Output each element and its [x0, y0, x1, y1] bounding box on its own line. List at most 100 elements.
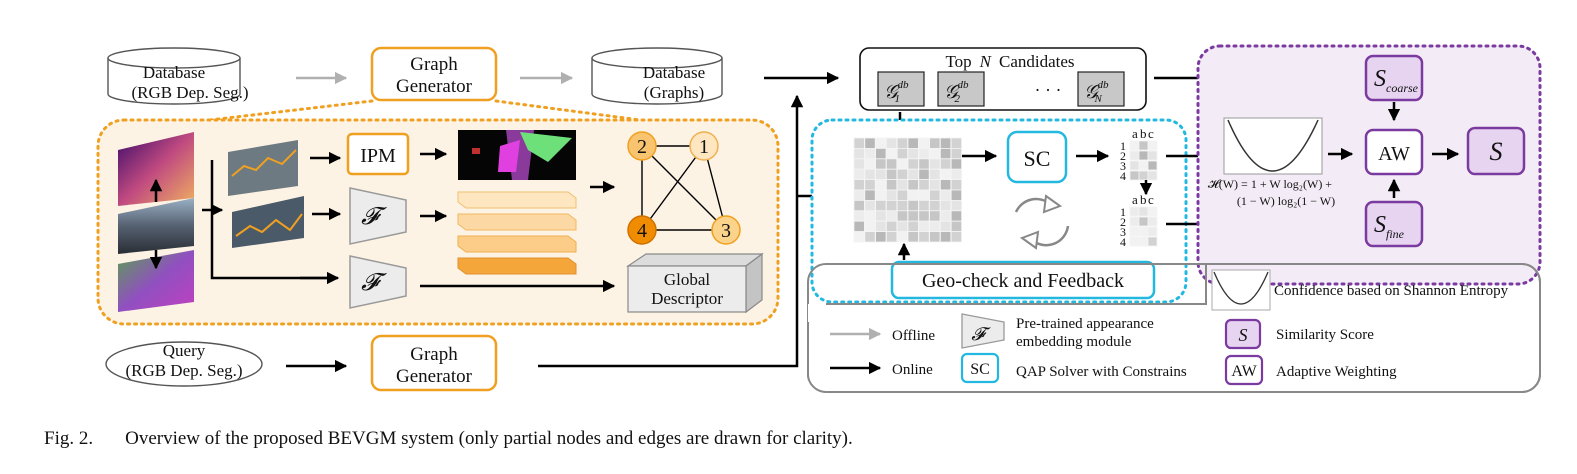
matrix-cell	[875, 189, 887, 201]
graph-node-3	[711, 215, 741, 245]
small-matrix-cell	[1138, 216, 1149, 227]
graph-node-4	[627, 215, 657, 245]
matrix-cell	[918, 220, 930, 232]
entropy-formula-2: (1 − W) log₂(1 − W)	[1237, 194, 1335, 208]
appearance-embedding-f-lower: 𝓕	[349, 255, 407, 309]
matrix-cell	[864, 158, 876, 170]
small-matrix-cell	[1129, 150, 1140, 161]
matrix-cell	[918, 189, 930, 201]
matrix-cell	[918, 168, 930, 180]
matrix-cell	[929, 179, 941, 191]
matrix-cell	[853, 147, 865, 160]
matrix-cell	[886, 158, 898, 170]
matrix-cell	[918, 158, 930, 170]
matrix-cell	[864, 168, 876, 180]
matrix-cell	[875, 168, 887, 180]
matrix-cell	[940, 199, 952, 212]
matrix-cell	[886, 220, 898, 232]
entropy-formula-1: 𝓗(W) = 1 + W log₂(W) +	[1208, 177, 1332, 191]
small-matrix-cell	[1129, 216, 1140, 227]
matrix-cell	[950, 158, 963, 170]
matrix-cell	[940, 189, 952, 201]
svg-text:c: c	[1148, 192, 1154, 207]
matrix-cell	[940, 231, 952, 243]
matrix-cell	[907, 158, 919, 170]
small-matrix-cell	[1147, 170, 1158, 181]
matrix-cell	[907, 189, 919, 201]
small-matrix-cell	[1129, 226, 1140, 237]
assignment-matrix-coarse: a b c 1 2 3 4	[1120, 126, 1158, 183]
figure-caption: Fig. 2.Overview of the proposed BEVGM sy…	[44, 428, 853, 450]
query-ellipse: Query (RGB Dep. Seg.)	[105, 341, 263, 387]
svg-text:b: b	[1140, 192, 1147, 207]
matrix-cell	[853, 168, 865, 180]
matrix-cell	[896, 199, 909, 212]
matrix-cell	[864, 189, 876, 201]
matrix-cell	[907, 137, 919, 149]
legend-pretrained-label-2: embedding module	[1016, 334, 1132, 350]
zoom-guide-lines	[208, 99, 642, 122]
global-descriptor-label-2: Descriptor	[651, 289, 723, 308]
graph-node-2	[627, 131, 657, 161]
matrix-cell	[929, 231, 941, 243]
matrix-cell	[907, 199, 919, 212]
figure-number: Fig. 2.	[44, 428, 94, 449]
matrix-cell	[929, 220, 941, 232]
legend-qap-label: QAP Solver with Constrains	[1016, 364, 1187, 380]
database-rgb-label-2: (RGB Dep. Seg.)	[131, 83, 248, 102]
sc-box: SC	[1006, 130, 1068, 184]
s-coarse-box: Scoarse	[1364, 54, 1424, 102]
depth-image	[118, 132, 194, 206]
arrow-query-up	[538, 94, 804, 368]
input-image-stack	[118, 132, 194, 312]
matrix-cell	[929, 147, 941, 160]
sc-label: SC	[1024, 146, 1051, 171]
matrix-cell	[864, 231, 876, 243]
matrix-cell	[875, 179, 887, 191]
matrix-cell	[907, 231, 919, 243]
matrix-cell	[886, 231, 898, 243]
svg-text:2: 2	[1120, 215, 1126, 229]
matrix-cell	[940, 168, 952, 180]
matrix-cell	[853, 199, 865, 212]
matrix-cell	[940, 137, 952, 149]
small-matrix-cell	[1129, 206, 1140, 217]
graph-node-1-label: 1	[699, 136, 709, 158]
legend-similarity: S Similarity Score	[1224, 318, 1374, 350]
svg-text:4: 4	[1120, 235, 1126, 249]
small-matrix-cell	[1147, 140, 1158, 151]
bev-image	[458, 130, 576, 180]
matrix-cell	[864, 147, 876, 160]
global-descriptor-label-1: Global	[664, 270, 711, 289]
global-descriptor-box: Global Descriptor	[626, 252, 764, 314]
small-matrix-cell	[1138, 160, 1149, 171]
graph-node-4-label: 4	[637, 220, 647, 242]
matrix-cell	[886, 179, 898, 191]
matrix-cell	[907, 147, 919, 160]
matrix-cell	[853, 231, 865, 243]
matrix-cell	[918, 147, 930, 160]
matrix-cell	[853, 189, 865, 201]
matrix-cell	[886, 137, 898, 149]
matrix-cell	[940, 147, 952, 160]
legend-confidence: Confidence based on Shannon Entropy	[1211, 269, 1509, 311]
matrix-cell	[907, 168, 919, 180]
svg-text:b: b	[1140, 126, 1147, 141]
matrix-cell	[907, 220, 919, 232]
matrix-cell	[896, 210, 909, 222]
matrix-cell	[907, 210, 919, 222]
small-matrix-cell	[1147, 160, 1158, 171]
svg-text:2: 2	[1120, 149, 1126, 163]
matrix-cell	[950, 147, 963, 160]
query-label-1: Query	[163, 341, 206, 360]
database-rgb-cylinder: Database (RGB Dep. Seg.)	[107, 47, 249, 105]
small-matrix-cell	[1129, 170, 1140, 181]
appearance-embedding-f-upper: 𝓕	[349, 187, 407, 245]
legend-aw-box-label: AW	[1231, 363, 1257, 380]
svg-text:4: 4	[1120, 169, 1126, 183]
assignment-matrix-fine: a b c 1 2 3 4	[1120, 192, 1158, 249]
matrix-cell	[929, 189, 941, 201]
matrix-cell	[886, 147, 898, 160]
rgb-image	[118, 198, 194, 254]
